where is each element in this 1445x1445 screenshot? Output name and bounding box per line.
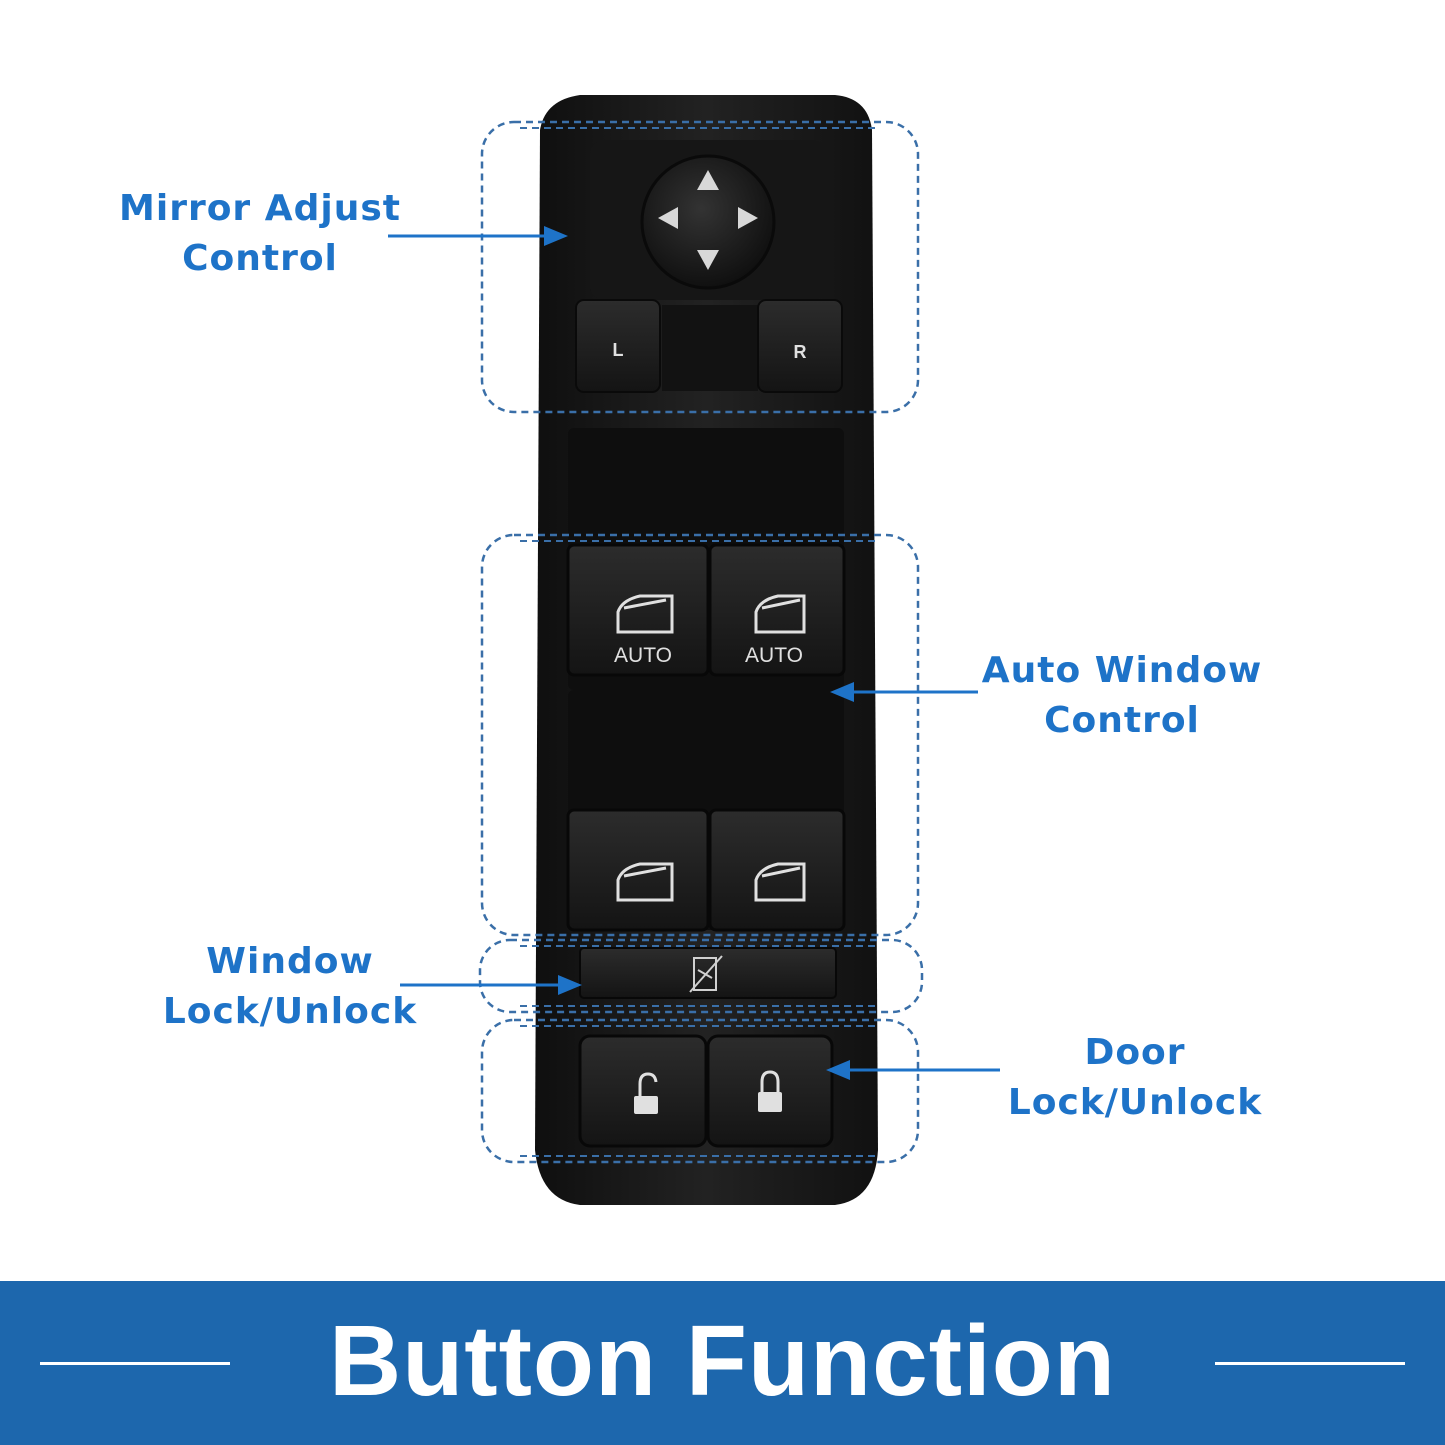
door-lock-arrowhead [826,1060,850,1080]
switch-panel-illustration: L R AUTO AUTO [388,95,1000,1205]
triangle-up-icon [697,170,719,190]
mirror-adjust-callout: Mirror Adjust Control [100,184,420,284]
mirror-arrowhead [544,226,568,246]
window-lock-callout: Window Lock/Unlock [140,937,440,1037]
mirror-callout-line1: Mirror Adjust [119,188,401,229]
banner-rule-left [40,1362,230,1365]
mirror-right-label: R [794,342,807,362]
auto-label-left: AUTO [614,644,672,667]
auto-window-callout-box [480,533,920,937]
window-lock-callout-line2: Lock/Unlock [162,991,418,1032]
door-lock-callout-line2: Lock/Unlock [1007,1082,1263,1123]
car-window-icon [754,862,806,902]
front-right-window-button[interactable] [708,543,846,677]
rear-right-window-button[interactable] [708,808,846,932]
triangle-down-icon [697,250,719,270]
car-window-icon [616,862,674,902]
rear-left-window-button[interactable] [566,808,710,932]
triangle-right-icon [738,207,758,229]
door-lock-callout-box [480,1018,920,1164]
door-lock-callout-line1: Door [1084,1032,1186,1073]
auto-window-callout: Auto Window Control [962,646,1282,746]
unlocked-padlock-icon [634,1072,658,1114]
door-lock-button[interactable] [706,1034,834,1148]
door-lock-callout: Door Lock/Unlock [990,1028,1280,1128]
mirror-callout-box [480,120,920,414]
front-left-window-button[interactable] [566,543,710,677]
mirror-divider [662,305,758,391]
mirror-joystick[interactable] [640,154,776,290]
window-lock-callout-line1: Window [206,941,374,982]
auto-window-callout-line1: Auto Window [981,650,1263,691]
banner-rule-right [1215,1362,1405,1365]
mirror-left-label: L [613,340,624,360]
mirror-left-button[interactable] [575,299,661,393]
banner-title: Button Function [329,1305,1116,1417]
title-banner: Button Function [0,1281,1445,1445]
auto-window-callout-line2: Control [1044,700,1200,741]
locked-padlock-icon [758,1070,782,1112]
auto-window-arrowhead [830,682,854,702]
mirror-callout-line2: Control [182,238,338,279]
window-lock-icon [689,955,723,993]
auto-label-right: AUTO [745,644,803,667]
triangle-left-icon [658,207,678,229]
car-window-icon [754,594,806,634]
car-window-icon [616,594,674,634]
window-lock-arrowhead [558,975,582,995]
mirror-right-button[interactable] [757,299,843,393]
door-unlock-button[interactable] [578,1034,708,1148]
window-lock-callout-box [478,938,924,1014]
